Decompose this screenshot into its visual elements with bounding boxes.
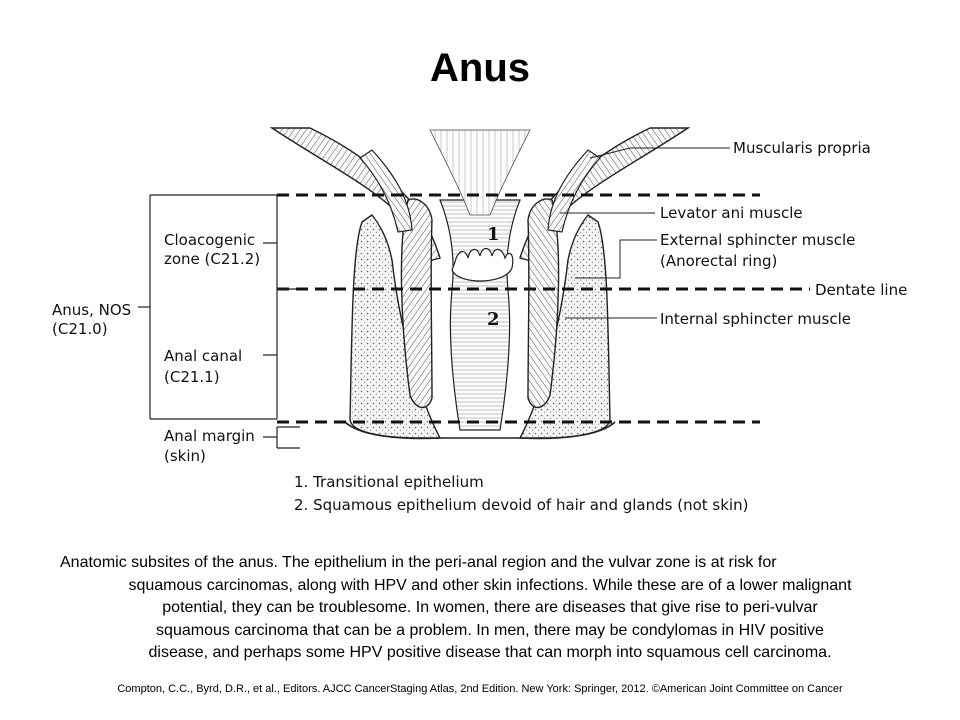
anal-columns <box>451 247 514 282</box>
left-brackets <box>138 194 300 449</box>
zone-2-number: 2 <box>487 309 500 330</box>
anus-nos-label: Anus, NOS <box>52 301 131 319</box>
anal-canal-label: Anal canal <box>164 347 242 365</box>
external-sphincter-label: External sphincter muscle <box>660 231 855 249</box>
caption-line-1: Anatomic subsites of the anus. The epith… <box>60 554 777 571</box>
anal-anatomy-illustration <box>269 127 691 440</box>
anal-canal-code-label: (C21.1) <box>164 368 220 386</box>
right-leader-lines <box>560 147 730 319</box>
citation: Compton, C.C., Byrd, D.R., et al., Edito… <box>117 683 843 695</box>
cloacogenic-zone-code-label: zone (C21.2) <box>164 250 260 268</box>
levator-ani-left <box>359 149 413 233</box>
levator-ani-right <box>547 149 601 233</box>
anatomy-figure: Anus, NOS (C21.0) Cloacogenic zone (C21.… <box>52 127 907 514</box>
anus-nos-code-label: (C21.0) <box>52 320 108 338</box>
caption-line-4: squamous carcinoma that can be a problem… <box>156 621 824 639</box>
caption: Anatomic subsites of the anus. The epith… <box>60 552 920 665</box>
legend-item-2: 2. Squamous epithelium devoid of hair an… <box>294 496 748 514</box>
caption-line-3: potential, they can be troublesome. In w… <box>162 599 818 616</box>
anal-margin-skin <box>344 421 616 440</box>
caption-line-2: squamous carcinomas, along with HPV and … <box>128 576 852 594</box>
muscularis-propria-label: Muscularis propria <box>733 139 871 157</box>
internal-sphincter-label: Internal sphincter muscle <box>660 310 851 328</box>
caption-line-5: disease, and perhaps some HPV positive d… <box>148 644 832 661</box>
dentate-line-label: Dentate line <box>815 281 907 299</box>
anorectal-ring-label: (Anorectal ring) <box>660 252 777 270</box>
slide-title: Anus <box>430 46 530 90</box>
internal-sphincter-right <box>527 198 560 409</box>
anal-canal-lumen <box>439 199 521 431</box>
rectal-mucosa <box>429 129 531 216</box>
anal-margin-skin-label: (skin) <box>164 447 206 465</box>
zone-1-number: 1 <box>487 224 500 245</box>
legend-item-1: 1. Transitional epithelium <box>294 473 484 491</box>
levator-ani-label: Levator ani muscle <box>660 204 803 222</box>
cloacogenic-zone-label: Cloacogenic <box>164 231 255 249</box>
anal-margin-label: Anal margin <box>164 427 255 445</box>
